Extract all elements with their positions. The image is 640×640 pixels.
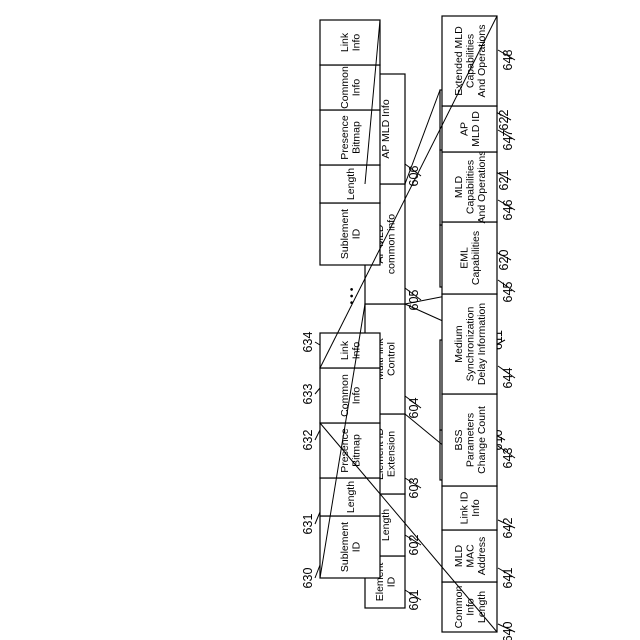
- link-info-field-2-label: Link: [339, 32, 351, 52]
- bss-parameters-field-label: Parameters: [464, 413, 476, 467]
- sublement-length-field-2-label: Length: [345, 168, 357, 200]
- mld-capabilities-field-label: And Operations: [476, 151, 488, 224]
- ap-mld-info-field-label: AP MLD Info: [380, 99, 392, 158]
- mld-mac-address-field-label: Address: [476, 537, 488, 576]
- common-info-field-1-label: Common: [339, 374, 351, 417]
- ref-645: 645: [501, 282, 515, 303]
- ref-644: 644: [501, 368, 515, 389]
- link-info-field-1-label: Link: [339, 340, 351, 360]
- ap-mld-id-field-label: AP: [459, 122, 471, 136]
- ref-632: 632: [301, 430, 315, 451]
- element-id-field-label: ID: [386, 576, 398, 587]
- common-info-field-2-label: Info: [351, 79, 363, 97]
- common-info-expand-right: [405, 90, 440, 184]
- eml-capabilities-field-label: Capabilities: [470, 231, 482, 285]
- medium-sync-field-label: Synchronization: [464, 306, 476, 381]
- ref-621: 621: [497, 170, 511, 191]
- ref-620: 620: [497, 250, 511, 271]
- medium-sync-field-label: Medium: [453, 325, 465, 363]
- sublement-id-field-2-label: Sublement: [339, 209, 351, 259]
- ref-642: 642: [501, 518, 515, 539]
- multi-link-control-field-label: Control: [386, 342, 398, 376]
- sublement-id-field-1-label: Sublement: [339, 522, 351, 572]
- element-id-extension-field-label: Extension: [386, 431, 398, 477]
- sublement-length-field-1-label: Length: [345, 481, 357, 513]
- ref-631-leader: [315, 512, 320, 524]
- ref-605: 605: [407, 290, 421, 311]
- sublement-id-field-1-label: ID: [351, 541, 363, 552]
- presence-bitmap-field-2-label: Bitmap: [351, 121, 363, 154]
- ref-631: 631: [301, 514, 315, 535]
- bss-parameters-field-label: BSS: [453, 429, 465, 450]
- presence-bitmap-field-2-label: Presence: [339, 115, 351, 160]
- ref-622: 622: [497, 110, 511, 131]
- mld-mac-address-field-label: MLD: [453, 544, 465, 567]
- mld-capabilities-field-label: Capabilities: [464, 160, 476, 214]
- mld-mac-address-field-label: MAC: [464, 544, 476, 568]
- medium-sync-field-label: Delay Information: [476, 303, 488, 385]
- common-info-field-1-label: Info: [351, 387, 363, 405]
- mld-capabilities-field-label: MLD: [453, 175, 465, 198]
- ref-643: 643: [501, 448, 515, 469]
- link-id-info-field-label: Link ID: [459, 491, 471, 524]
- sublement-id-field-2-label: ID: [351, 228, 363, 239]
- link-info-field-2-label: Info: [351, 34, 363, 52]
- eml-capabilities-field-label: EML: [459, 247, 471, 269]
- ref-634: 634: [301, 332, 315, 353]
- bss-parameters-field-label: Change Count: [476, 406, 488, 474]
- ref-630: 630: [301, 568, 315, 589]
- ext-mld-capabilities-field-label: And Operations: [476, 25, 488, 98]
- ref-632-leader: [315, 430, 320, 440]
- ref-604: 604: [407, 398, 421, 419]
- ref-634-leader: [315, 342, 320, 345]
- common-info-field-2-label: Common: [339, 66, 351, 109]
- ref-630-leader: [315, 565, 320, 578]
- ref-633: 633: [301, 384, 315, 405]
- ref-606: 606: [407, 166, 421, 187]
- bottom-common-info-length-field-label: Length: [476, 591, 488, 623]
- length-field-label: Length: [380, 509, 392, 541]
- ref-633-leader: [315, 388, 320, 394]
- ap-mld-id-field-label: MLD ID: [470, 111, 482, 147]
- ext-mld-capabilities-field-label: Extended MLD: [453, 26, 465, 96]
- ap-mld-common-info-field-label: common info: [386, 214, 398, 274]
- link-id-info-field-label: Info: [470, 499, 482, 517]
